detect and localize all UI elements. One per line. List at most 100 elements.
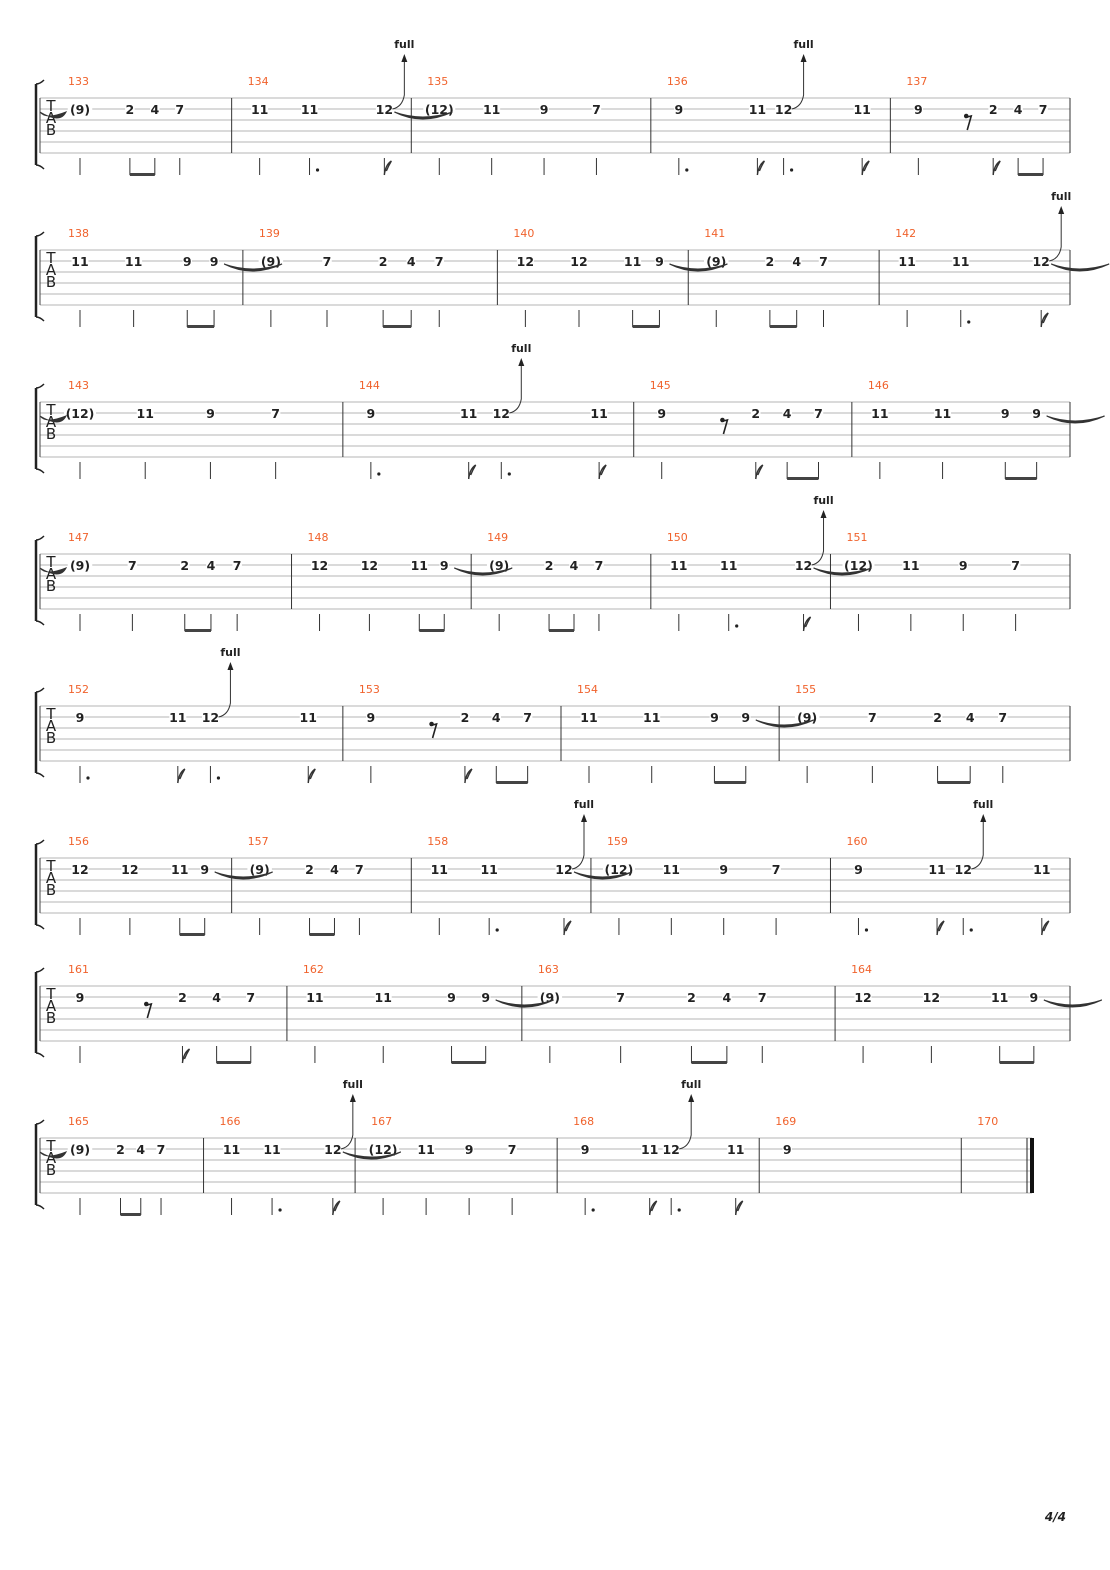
rhythm-dot [735, 624, 739, 628]
bend-arrow-icon [581, 814, 587, 822]
fret-number: (9) [261, 254, 281, 269]
fret-number: 11 [580, 710, 597, 725]
fret-number: 11 [71, 254, 88, 269]
beam [451, 1061, 486, 1064]
fret-number: 9 [440, 558, 449, 573]
tie-arc [573, 871, 633, 880]
fret-number: 4 [492, 710, 501, 725]
measure-number: 166 [220, 1115, 241, 1128]
tab-clef-letter: A [46, 109, 57, 127]
fret-number: (9) [489, 558, 509, 573]
fret-number: 12 [662, 1142, 679, 1157]
fret-number: 9 [914, 102, 923, 117]
rhythm-dot [685, 168, 689, 172]
beam [184, 629, 211, 632]
fret-number: 11 [871, 406, 888, 421]
eighth-flag-icon [1040, 312, 1049, 328]
bend-curve [679, 1100, 692, 1150]
measure-number: 139 [259, 227, 280, 240]
beam [632, 325, 660, 328]
measure-number: 157 [248, 835, 269, 848]
measure-number: 163 [538, 963, 559, 976]
tab-clef-letter: A [46, 261, 57, 279]
measure: 170 [977, 1115, 1034, 1193]
fret-number: 9 [710, 710, 719, 725]
fret-number: 11 [137, 406, 154, 421]
fret-number: 7 [819, 254, 828, 269]
fret-number: 7 [355, 862, 364, 877]
eighth-flag-icon [992, 160, 1001, 176]
fret-number: 4 [207, 558, 216, 573]
fret-number: 11 [670, 558, 687, 573]
fret-number: 11 [720, 558, 737, 573]
fret-number: 11 [1033, 862, 1050, 877]
rhythm-dot [377, 472, 381, 476]
fret-number: 7 [128, 558, 137, 573]
fret-number: 11 [952, 254, 969, 269]
fret-number: 11 [411, 558, 428, 573]
measure-number: 148 [308, 531, 329, 544]
fret-number: 2 [751, 406, 760, 421]
tab-clef-letter: T [45, 1137, 56, 1155]
fret-number: 12 [555, 862, 572, 877]
fret-number: (9) [70, 1142, 90, 1157]
system-bracket-ends [35, 687, 45, 778]
fret-number: (9) [706, 254, 726, 269]
beam [769, 325, 797, 328]
fret-number: 11 [727, 1142, 744, 1157]
bend-label: full [220, 646, 240, 659]
fret-number: 11 [417, 1142, 434, 1157]
measure-number: 169 [775, 1115, 796, 1128]
tab-clef-letter: A [46, 1149, 57, 1167]
eighth-rest-icon [429, 721, 438, 739]
fret-number: (9) [70, 102, 90, 117]
fret-number: 4 [570, 558, 579, 573]
fret-number: 12 [775, 102, 792, 117]
tie-arc [813, 567, 872, 576]
measure-number: 161 [68, 963, 89, 976]
fret-number: 2 [305, 862, 314, 877]
measure-number: 142 [895, 227, 916, 240]
rhythm-dot [507, 472, 511, 476]
bend-label: full [813, 494, 833, 507]
fret-number: 4 [966, 710, 975, 725]
tie-arc [39, 415, 68, 423]
tie-arc [223, 263, 283, 272]
measure-number: 146 [868, 379, 889, 392]
fret-number: 7 [323, 254, 332, 269]
fret-number: 9 [210, 254, 219, 269]
system-bracket-ends [35, 1119, 45, 1210]
bend-curve [1049, 212, 1062, 262]
bend-label: full [511, 342, 531, 355]
fret-number: 2 [766, 254, 775, 269]
fret-number: (9) [250, 862, 270, 877]
fret-number: 4 [136, 1142, 145, 1157]
fret-number: 7 [758, 990, 767, 1005]
beam [120, 1213, 141, 1216]
eighth-flag-icon [755, 464, 764, 480]
fret-number: (12) [66, 406, 95, 421]
fret-number: 11 [934, 406, 951, 421]
bend-label: full [681, 1078, 701, 1091]
eighth-rest-icon [720, 417, 729, 435]
measure-number: 136 [667, 75, 688, 88]
bend-curve [218, 668, 231, 718]
bend-arrow-icon [401, 54, 408, 62]
fret-number: 2 [687, 990, 696, 1005]
eighth-flag-icon [464, 768, 473, 784]
eighth-flag-icon [936, 920, 945, 936]
